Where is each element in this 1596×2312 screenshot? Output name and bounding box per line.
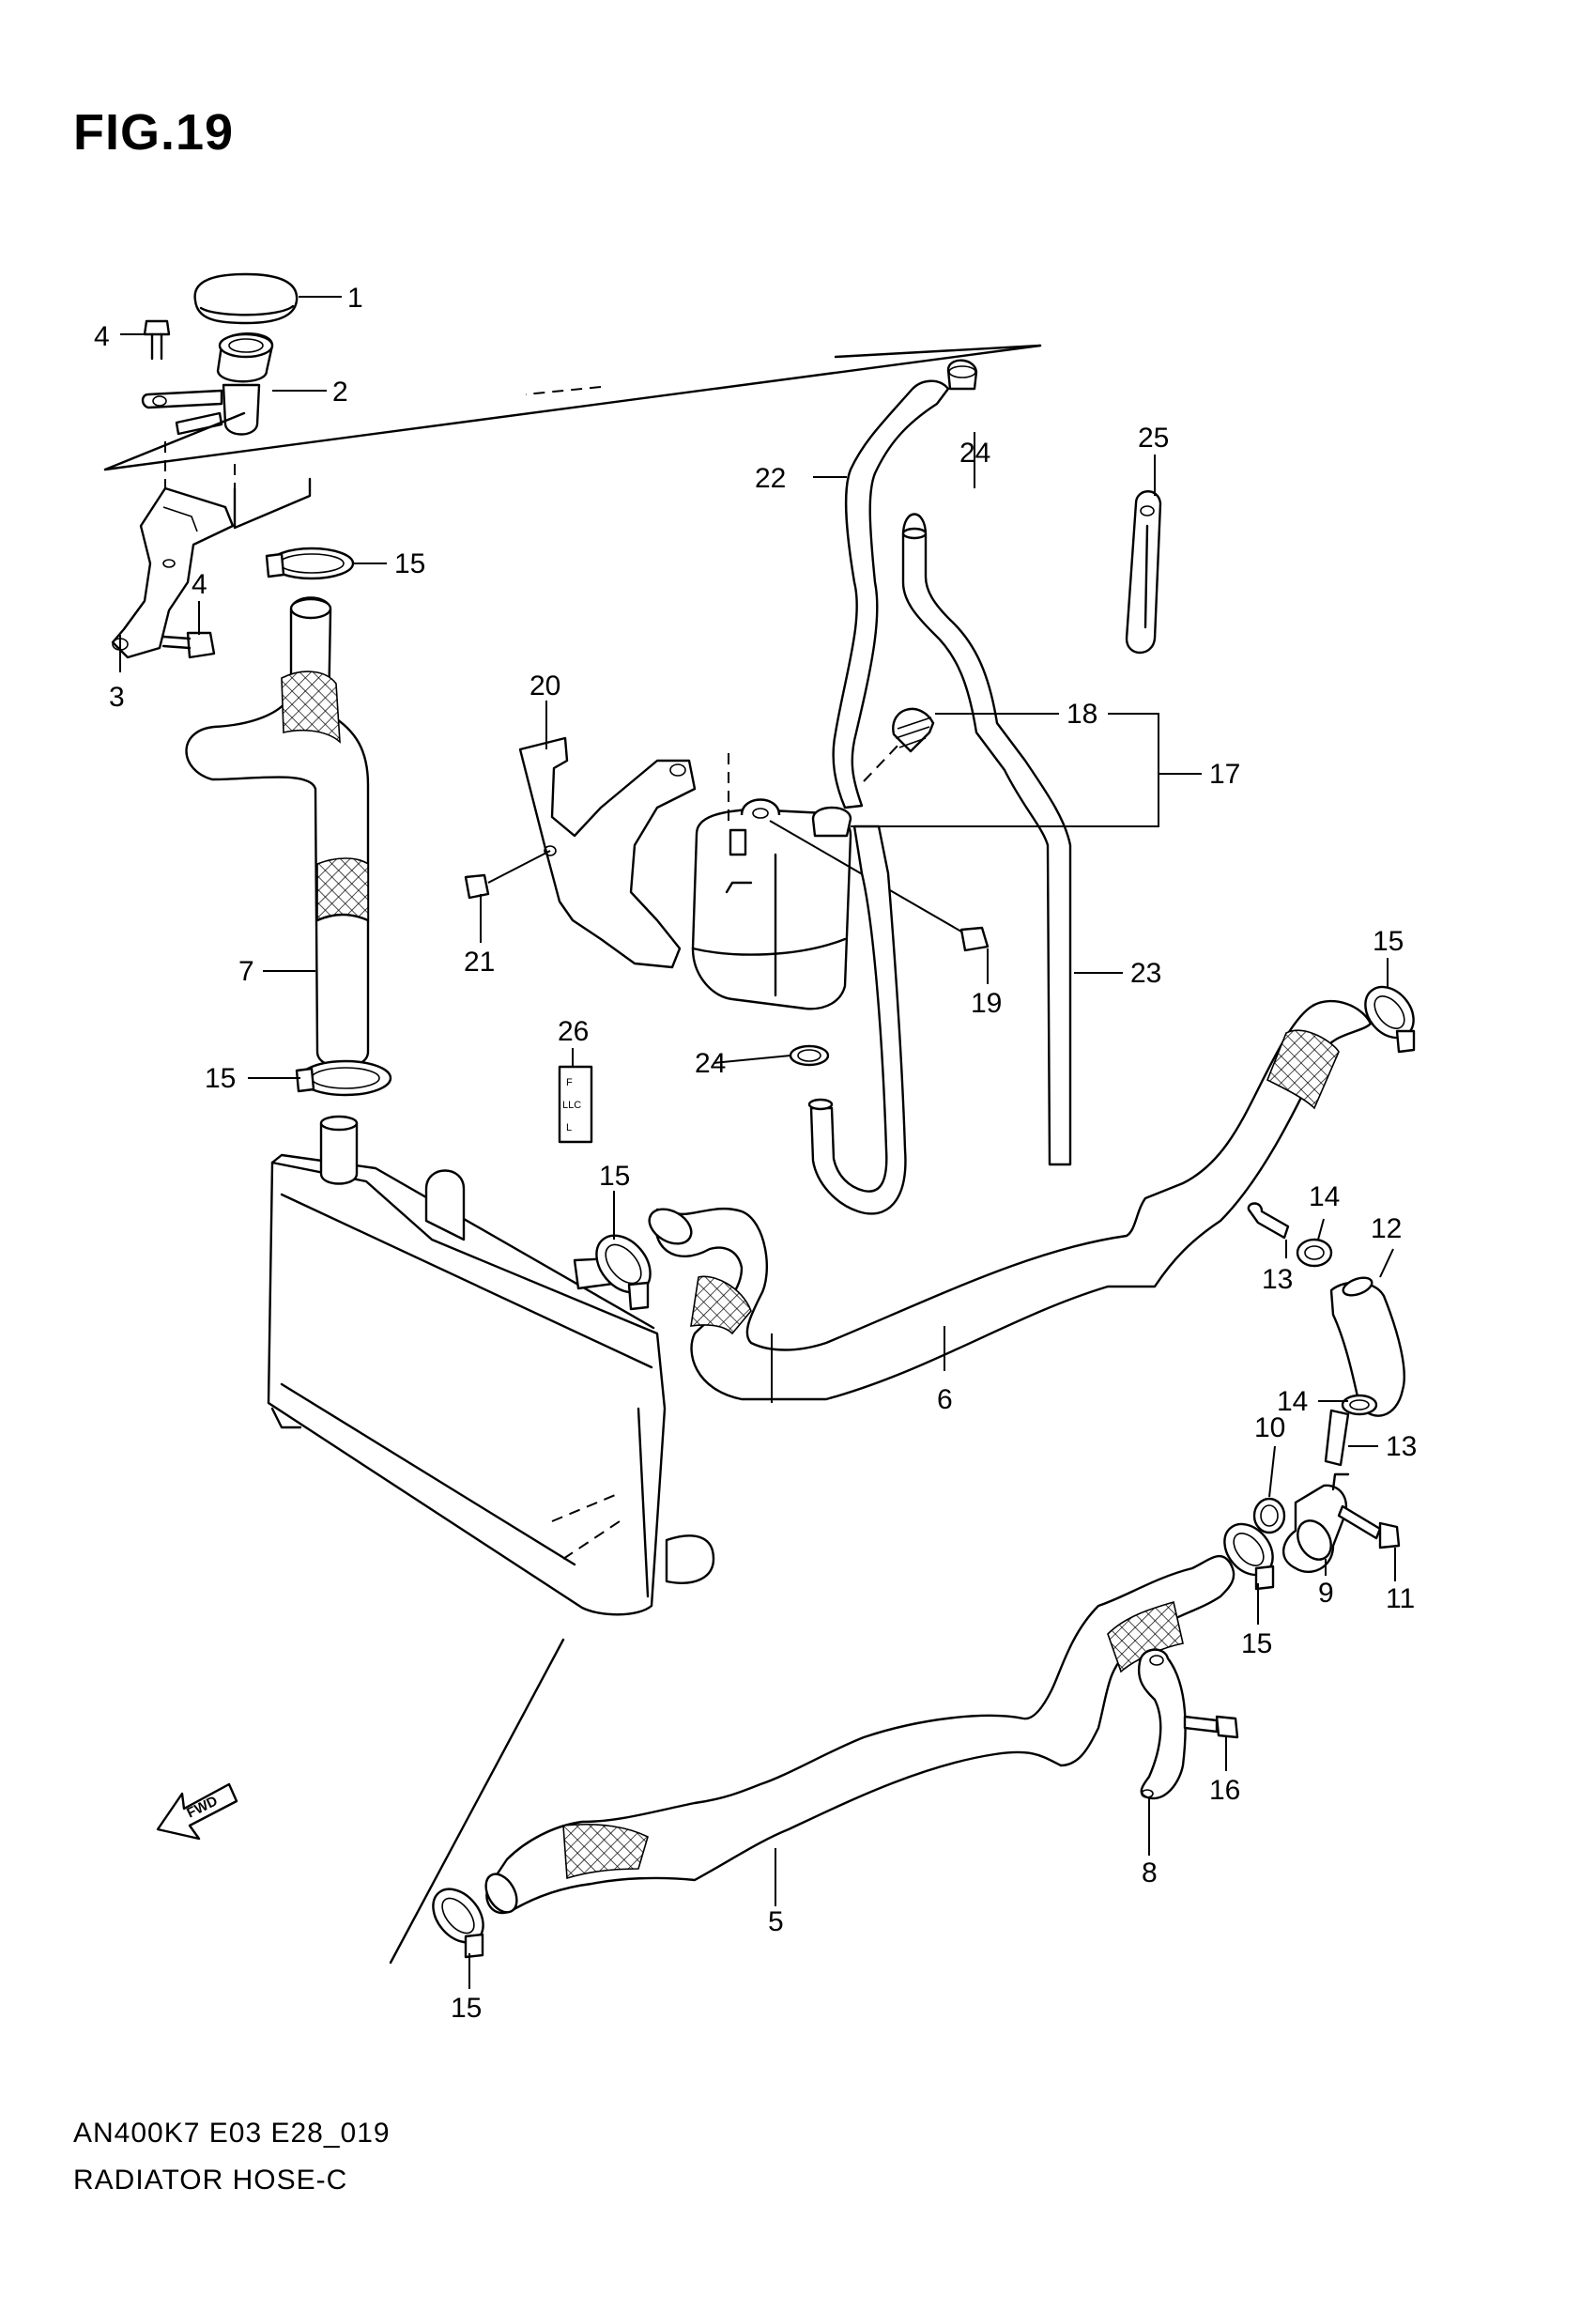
- callout-9: 9: [1318, 1578, 1334, 1609]
- callout-11: 11: [1386, 1583, 1415, 1614]
- callout-12: 12: [1371, 1213, 1402, 1244]
- callout-labels: 1 2 3 4 4 5 6 7 8 9 10 11 12 13 13 14 14…: [94, 283, 1417, 2024]
- callout-3: 3: [109, 682, 125, 713]
- overflow-hose: [807, 379, 950, 1215]
- callout-15-b: 15: [205, 1063, 236, 1094]
- callout-5: 5: [768, 1906, 784, 1937]
- radiator: [267, 1115, 715, 1616]
- hose-5: [484, 1554, 1235, 1915]
- callout-4-top: 4: [94, 321, 110, 352]
- callout-19: 19: [971, 988, 1002, 1019]
- clamp-14-lower: [1341, 1394, 1378, 1416]
- figure-title: FIG.19: [73, 104, 235, 161]
- radiator-cap: [193, 272, 299, 325]
- callout-14-top: 14: [1309, 1181, 1340, 1212]
- callout-14-lower: 14: [1277, 1386, 1308, 1417]
- callout-20: 20: [529, 670, 560, 701]
- callout-13-lower: 13: [1386, 1431, 1417, 1462]
- tag-line-2: LLC: [562, 1100, 581, 1111]
- hose-upper: [185, 596, 370, 1069]
- reservoir-bracket: [518, 736, 697, 969]
- thermostat-fitting: [1282, 1472, 1350, 1573]
- callout-21: 21: [464, 947, 495, 978]
- bolt-top: [143, 319, 171, 361]
- callout-7: 7: [238, 956, 254, 987]
- bolt-lower: [161, 631, 216, 659]
- callout-18: 18: [1067, 699, 1097, 730]
- callout-24-top: 24: [959, 438, 990, 469]
- hose-clamp: [265, 547, 355, 580]
- callout-4-lower: 4: [192, 569, 207, 600]
- hose-12: [1329, 1276, 1405, 1417]
- callout-15-e: 15: [1241, 1628, 1272, 1659]
- callout-17: 17: [1209, 759, 1240, 790]
- hose-bracket: [1137, 1648, 1187, 1800]
- callout-15-d: 15: [1373, 926, 1404, 957]
- leader-line: [389, 1638, 565, 1965]
- coolant-label-tag: F LLC L: [558, 1065, 593, 1144]
- callout-8: 8: [1142, 1857, 1158, 1888]
- callout-6: 6: [937, 1384, 953, 1415]
- diagram-name: RADIATOR HOSE-C: [73, 2165, 348, 2196]
- callout-13-top: 13: [1262, 1264, 1293, 1295]
- bolt-21: [464, 850, 551, 900]
- clamp-24-top: [946, 359, 978, 391]
- breather-hose: [901, 513, 1072, 1166]
- hose-clamp-6: [1223, 1522, 1275, 1591]
- reservoir-tank: [691, 798, 852, 1010]
- fwd-arrow-icon: FWD: [156, 1782, 238, 1841]
- callout-16: 16: [1209, 1775, 1240, 1806]
- hose-clamp-3: [595, 1234, 652, 1311]
- tag-line-3: L: [566, 1122, 572, 1133]
- filler-neck: [141, 332, 274, 436]
- callout-24-lower: 24: [695, 1048, 726, 1079]
- clamp-24-lower: [789, 1044, 830, 1067]
- hose-clamp-5: [432, 1888, 484, 1959]
- callout-2: 2: [332, 377, 348, 408]
- tag-line-1: F: [566, 1077, 573, 1088]
- callout-26: 26: [558, 1016, 589, 1047]
- diagram-code: AN400K7 E03 E28_019: [73, 2118, 391, 2149]
- hose-6: [648, 999, 1373, 1401]
- leader-lines: [119, 296, 1396, 1989]
- clamp-14-top: [1296, 1238, 1333, 1268]
- hose-strap: [1125, 490, 1162, 655]
- o-ring: [1252, 1497, 1286, 1534]
- bolt-13-top: [1247, 1202, 1290, 1240]
- reservoir-cap: [863, 707, 935, 782]
- callout-23: 23: [1130, 958, 1161, 989]
- callout-25: 25: [1138, 423, 1169, 454]
- callout-22: 22: [755, 463, 786, 494]
- hose-clamp-2: [295, 1059, 392, 1097]
- hose-clamp-4: [1364, 985, 1416, 1054]
- bolt-13-lower: [1324, 1409, 1350, 1467]
- callout-15-f: 15: [451, 1993, 482, 2024]
- bolt-16: [1183, 1715, 1239, 1739]
- bolt-11: [1337, 1504, 1401, 1549]
- callout-10: 10: [1254, 1412, 1285, 1443]
- bracket: [111, 486, 235, 659]
- callout-15-c: 15: [599, 1161, 630, 1192]
- callout-15-a: 15: [394, 548, 425, 579]
- callout-1: 1: [347, 283, 363, 314]
